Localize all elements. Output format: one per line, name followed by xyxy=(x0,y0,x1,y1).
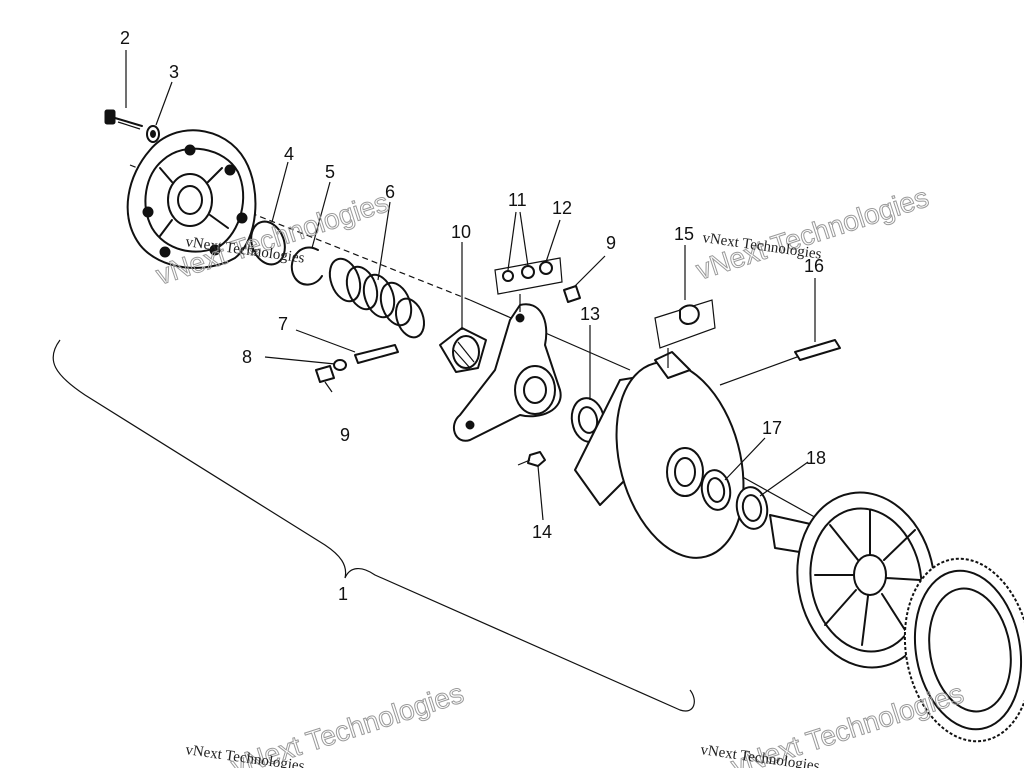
watermark-bottom-right: vNext Technologies vNext Technologies xyxy=(699,677,967,773)
moveable-sheave-part xyxy=(574,351,745,559)
callout-13: 13 xyxy=(580,304,600,324)
roller-part-lower xyxy=(315,365,335,383)
spacer-washer-18 xyxy=(735,486,769,530)
spacer-washer-17 xyxy=(700,469,732,511)
callout-5: 5 xyxy=(325,162,335,182)
pin-part xyxy=(354,344,399,364)
cover-housing-part xyxy=(126,129,257,269)
insert-tab-part xyxy=(654,299,716,368)
callout-2: 2 xyxy=(120,28,130,48)
callout-6: 6 xyxy=(385,182,395,202)
callout-9-lower: 9 xyxy=(340,425,350,445)
spring-part xyxy=(328,257,426,339)
roller-parts-upper xyxy=(494,257,563,312)
callout-12: 12 xyxy=(552,198,572,218)
spider-arm-part xyxy=(452,303,562,442)
callout-11: 11 xyxy=(508,190,527,210)
callout-15: 15 xyxy=(674,224,694,244)
assembly-bracket xyxy=(52,339,695,712)
nut-part xyxy=(517,451,546,467)
callout-17: 17 xyxy=(762,418,782,438)
callout-7: 7 xyxy=(278,314,288,334)
callout-4: 4 xyxy=(284,144,294,164)
shaft-pin-part xyxy=(794,339,841,361)
callout-18: 18 xyxy=(806,448,826,468)
callout-8: 8 xyxy=(242,347,252,367)
bushing-part xyxy=(439,327,487,373)
leader-lines xyxy=(125,50,816,521)
callout-1: 1 xyxy=(338,584,348,604)
snap-ring-part xyxy=(250,220,286,266)
callout-labels: 1 2 3 4 5 6 7 8 9 9 10 11 12 13 14 15 16… xyxy=(120,28,826,604)
ring-gear-part xyxy=(903,557,1024,743)
washer-part xyxy=(146,125,160,143)
cap-part-upper xyxy=(563,285,581,303)
watermark-bottom-left: vNext Technologies vNext Technologies xyxy=(184,677,467,773)
small-pin-part xyxy=(333,359,347,371)
callout-14: 14 xyxy=(532,522,552,542)
bolt-part xyxy=(104,109,143,130)
callout-3: 3 xyxy=(169,62,179,82)
callout-9-upper: 9 xyxy=(606,233,616,253)
clip-part xyxy=(290,246,323,286)
callout-16: 16 xyxy=(804,256,824,276)
callout-10: 10 xyxy=(451,222,471,242)
